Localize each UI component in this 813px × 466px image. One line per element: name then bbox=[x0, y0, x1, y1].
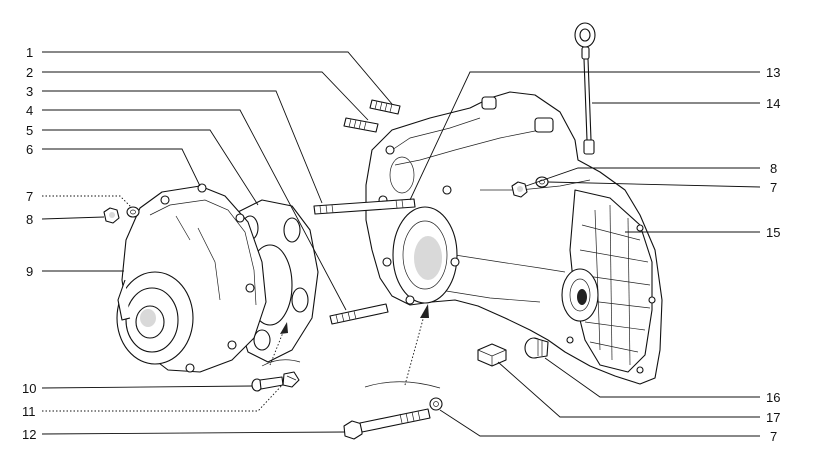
callout-13: 13 bbox=[766, 65, 780, 80]
clip-11 bbox=[282, 371, 300, 388]
stud-4 bbox=[329, 303, 389, 325]
callout-2: 2 bbox=[26, 65, 33, 80]
callout-7-bottom: 7 bbox=[770, 429, 777, 444]
assembly-arrow-housing bbox=[364, 304, 441, 389]
callout-10: 10 bbox=[22, 381, 36, 396]
callout-3: 3 bbox=[26, 84, 33, 99]
oil-dipstick bbox=[574, 22, 596, 155]
callout-17: 17 bbox=[766, 410, 780, 425]
callout-15: 15 bbox=[766, 225, 780, 240]
stud-3 bbox=[313, 198, 416, 215]
assembly-arrow-cover bbox=[261, 322, 301, 367]
callout-8-left: 8 bbox=[26, 212, 33, 227]
bolt-12 bbox=[343, 408, 431, 440]
callout-4: 4 bbox=[26, 103, 33, 118]
callout-14: 14 bbox=[766, 96, 780, 111]
stud-2 bbox=[343, 117, 379, 133]
plug-16 bbox=[524, 337, 549, 359]
callout-1: 1 bbox=[26, 45, 33, 60]
callout-8-right: 8 bbox=[770, 161, 777, 176]
callout-16: 16 bbox=[766, 390, 780, 405]
cover-plate bbox=[116, 183, 267, 373]
block-17 bbox=[477, 343, 507, 367]
nut-8-right bbox=[511, 181, 528, 198]
gearbox-housing bbox=[365, 91, 663, 385]
washer-7-left bbox=[126, 206, 140, 218]
leader-lines bbox=[41, 51, 761, 437]
callout-labels: 1 2 3 4 5 6 7 8 9 10 11 12 13 14 8 7 15 … bbox=[22, 45, 780, 444]
callout-7-left: 7 bbox=[26, 189, 33, 204]
callout-11: 11 bbox=[22, 404, 36, 419]
callout-6: 6 bbox=[26, 142, 33, 157]
screw-10 bbox=[251, 376, 284, 392]
nut-8-left bbox=[103, 207, 120, 224]
stud-1 bbox=[369, 99, 401, 115]
washer-7-bottom bbox=[429, 397, 443, 411]
callout-5: 5 bbox=[26, 123, 33, 138]
callout-9: 9 bbox=[26, 264, 33, 279]
callout-12: 12 bbox=[22, 427, 36, 442]
callout-7-right: 7 bbox=[770, 180, 777, 195]
